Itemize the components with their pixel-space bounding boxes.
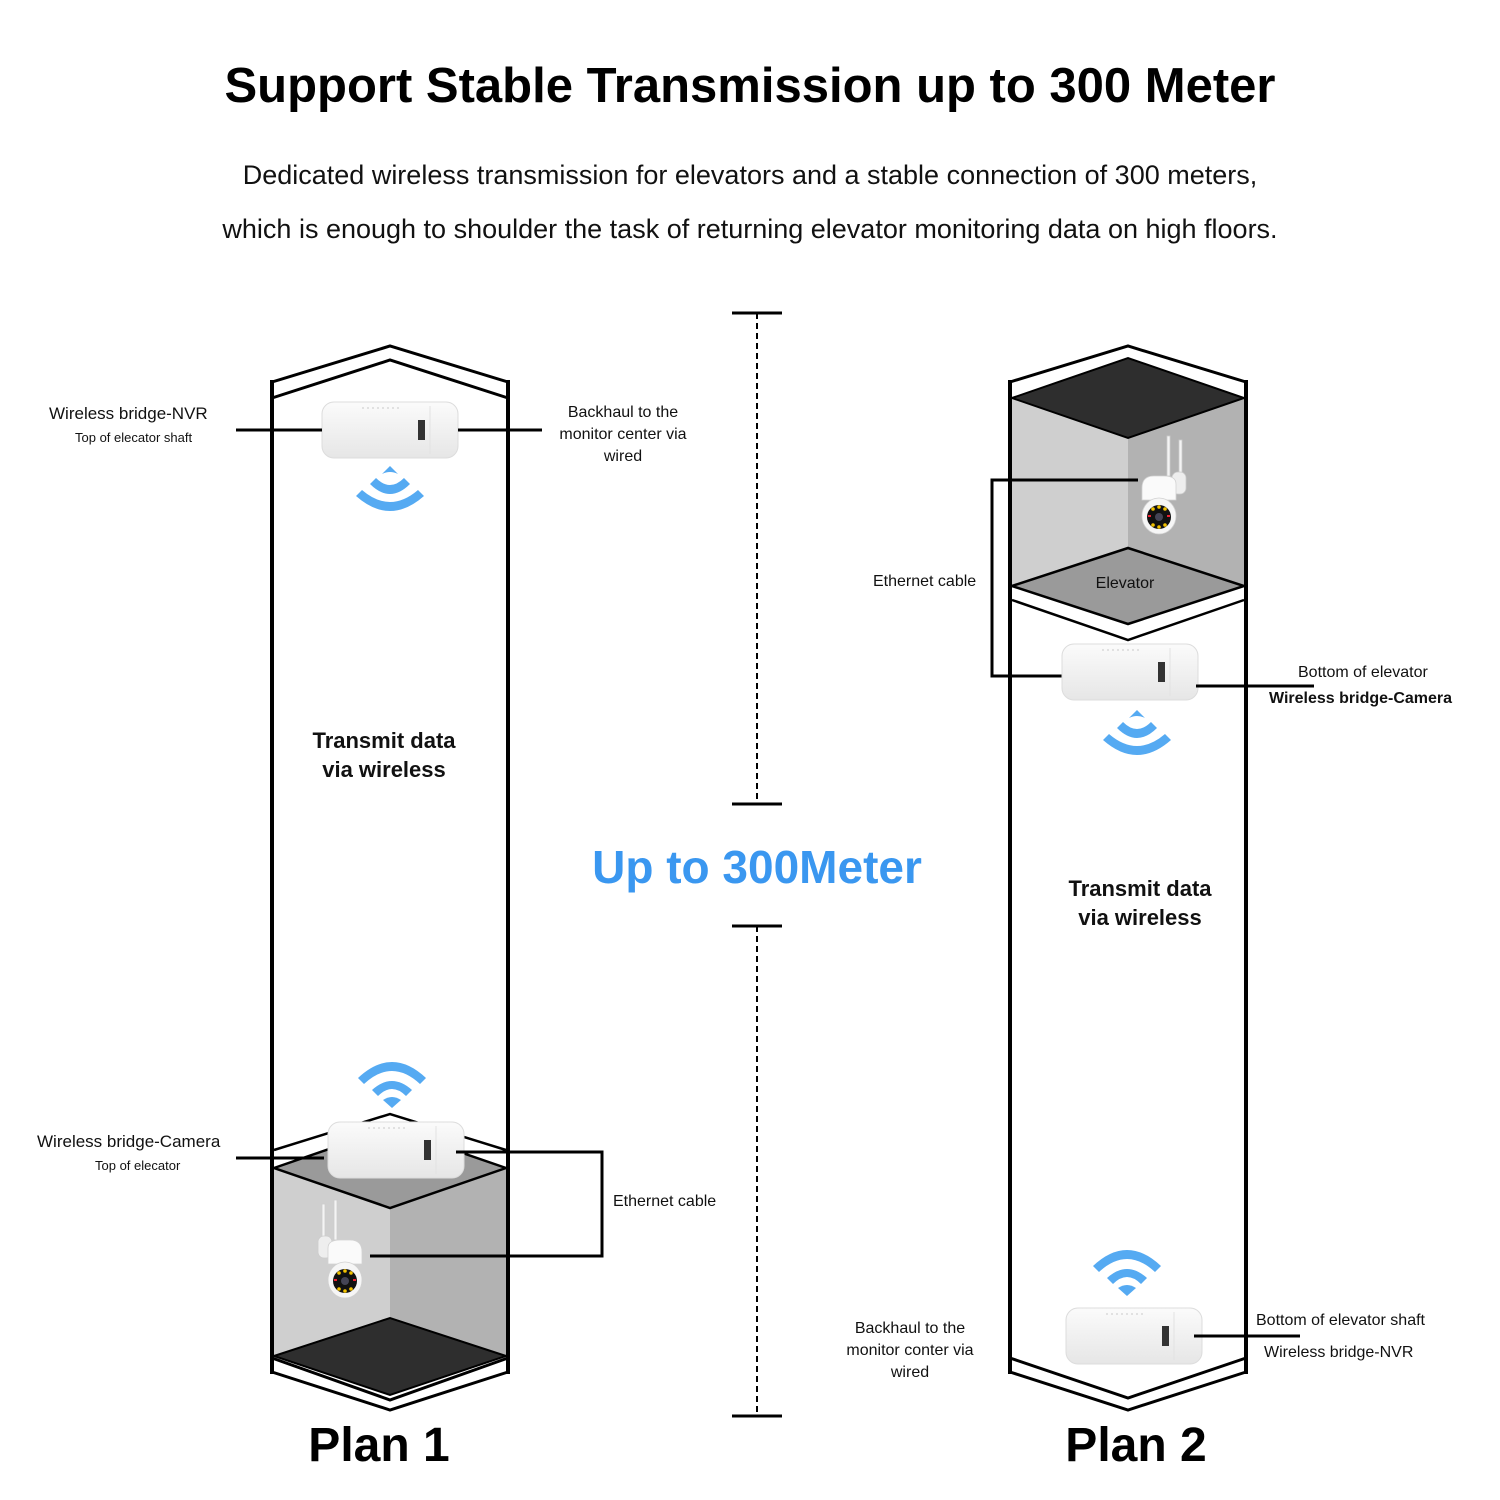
- plan2-backhaul-line-1: Backhaul to the: [854, 1320, 966, 1337]
- plan2-ethernet-label: Ethernet cable: [873, 573, 977, 590]
- plan1-transmit-line-1: Transmit data: [312, 728, 456, 753]
- plan2-camera-label: Wireless bridge-Camera: [1269, 690, 1453, 707]
- distance-label: Up to 300Meter: [592, 841, 922, 893]
- subtitle-line-2: which is enough to shoulder the task of …: [222, 214, 1278, 244]
- plan2-nvr-sublabel: Bottom of elevator shaft: [1256, 1312, 1425, 1329]
- plan1-camera-label: Wireless bridge-Camera: [37, 1132, 221, 1151]
- subtitle-line-1: Dedicated wireless transmission for elev…: [242, 160, 1258, 190]
- plan2-nvr-bridge-device: [1065, 1307, 1203, 1365]
- wifi-signal-up-icon: [1093, 1250, 1161, 1296]
- plan2-elevator-cabin: [1007, 356, 1249, 642]
- plan2-transmit-label: Transmit data via wireless: [1040, 874, 1240, 932]
- plan1-backhaul-line-1: Backhaul to the: [567, 404, 679, 421]
- wifi-signal-down-icon: [1103, 710, 1171, 755]
- plan1-backhaul-label: Backhaul to the monitor center via wired: [543, 402, 703, 468]
- plan2-nvr-label: Wireless bridge-NVR: [1264, 1344, 1414, 1361]
- plan2-ethernet-cable-line: [990, 478, 1138, 678]
- plan2-shaft: [1008, 344, 1248, 1412]
- plan2-elevator-label: Elevator: [1095, 575, 1155, 592]
- plan2-title: Plan 2: [1065, 1419, 1207, 1472]
- plan2-transmit-line-2: via wireless: [1078, 905, 1202, 930]
- plan1-transmit-line-2: via wireless: [322, 757, 446, 782]
- plan1-title: Plan 1: [308, 1419, 450, 1472]
- plan2-camera-bridge-device: [1061, 643, 1199, 701]
- plan1-nvr-sublabel: Top of elecator shaft: [75, 430, 193, 445]
- plan2-backhaul-line-2: monitor conter via: [846, 1342, 974, 1359]
- plan2-transmit-line-1: Transmit data: [1068, 876, 1212, 901]
- plan1-ethernet-cable-line: [370, 1150, 604, 1258]
- plan1-nvr-bridge-device: [321, 401, 459, 459]
- page-title: Support Stable Transmission up to 300 Me…: [224, 59, 1276, 113]
- plan1-nvr-label: Wireless bridge-NVR: [49, 404, 208, 423]
- plan1-camera-bridge-device: [327, 1121, 465, 1179]
- plan1-transmit-label: Transmit data via wireless: [284, 726, 484, 784]
- wifi-signal-up-icon: [358, 1062, 426, 1108]
- plan2-backhaul-label: Backhaul to the monitor conter via wired: [830, 1318, 990, 1384]
- plan1-camera-sublabel: Top of elecator: [95, 1158, 181, 1173]
- plan2-backhaul-line-3: wired: [890, 1364, 930, 1381]
- distance-marker: [732, 311, 782, 1418]
- plan1-shaft: [270, 344, 510, 1412]
- plan2-camera-sublabel: Bottom of elevator: [1298, 664, 1428, 681]
- plan1-backhaul-line-2: monitor center via: [559, 426, 687, 443]
- wifi-signal-down-icon: [356, 466, 424, 511]
- plan1-backhaul-line-3: wired: [603, 448, 643, 465]
- plan1-ethernet-label: Ethernet cable: [613, 1193, 717, 1210]
